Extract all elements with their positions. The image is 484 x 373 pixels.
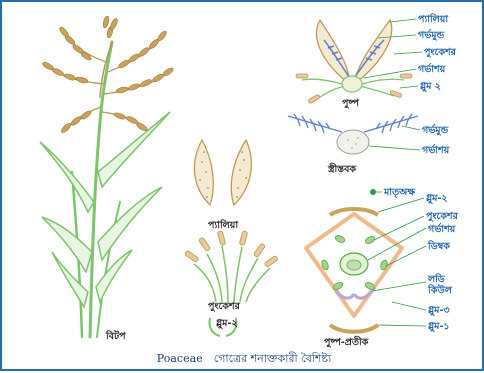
gynoecium-leader-lines [369,126,420,150]
label-flower-glume2: গ্লুম ২ [420,81,441,93]
label-floral-diagram: পুষ্প-প্রতীক [324,334,370,349]
label-stamens: পুংকেশর [208,301,241,313]
floral-diagram [306,189,402,332]
label-fd-stamen: পুংকেশর [426,211,459,223]
label-fd-lodicule-line1: লডি [427,272,446,285]
label-fd-lodicule-line2: কিউল [427,282,453,296]
caption-bengali: গোত্রের শনাক্তকারী বৈশিষ্ট্য [214,352,332,365]
label-gyn-ovary: গর্ভাশয় [422,143,451,156]
anthers [185,231,279,268]
label-gynoecium: স্ত্রীস্তবক [327,161,357,175]
label-flower-stigma: গর্ভমুন্ড [418,28,446,42]
palea-illustration [194,140,251,205]
label-flower-palea: প্যালিয়া [418,12,449,25]
label-palea: প্যালিয়া [208,218,239,231]
label-flower: পুষ্প [342,98,360,110]
rice-plant-illustration [40,42,170,337]
label-bitop: বিটপ [105,328,127,342]
label-glume2-center: গ্লুম-২ [216,318,238,330]
label-gyn-stigma: গর্ভমুন্ড [422,123,450,137]
label-fd-lodicule: লডি কিউল [427,272,453,296]
caption-latin: Poaceae [157,352,203,365]
label-fd-ovule: ডিম্বক [427,239,451,252]
rice-grains [42,16,175,134]
label-fd-glume3: গ্লুম-৩ [428,305,450,317]
label-flower-ovary: গর্ভাশয় [418,62,447,75]
label-fd-glume2: গ্লুম-২ [426,193,448,205]
label-fd-glume1: গ্লুম-১ [428,321,450,333]
label-fd-ovary: গর্ভাশয় [428,222,457,235]
flower-illustration [296,20,412,104]
label-fd-mother-axis: মাতৃঅক্ষ [383,187,416,199]
label-flower-stamen: পুংকেশর [424,47,457,59]
figure-caption: Poaceae গোত্রের শনাক্তকারী বৈশিষ্ট্য [157,347,332,366]
